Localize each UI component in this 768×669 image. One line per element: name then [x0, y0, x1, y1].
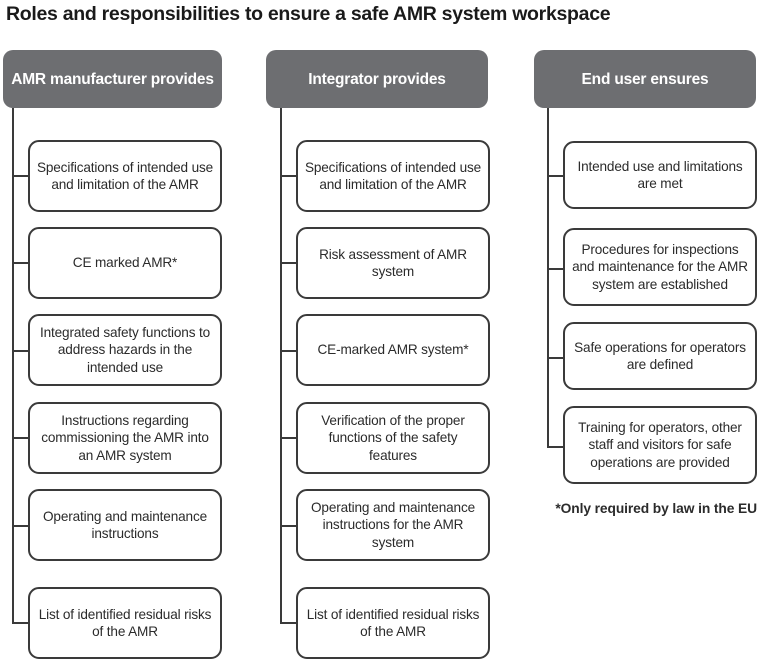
connector-trunk-end-user [547, 108, 549, 448]
connector-stub [280, 437, 297, 439]
node-amr-manufacturer-5[interactable]: Operating and maintenance instructions [28, 489, 222, 561]
connector-stub [547, 268, 564, 270]
connector-stub [12, 175, 29, 177]
footnote-eu-requirement: *Only required by law in the EU [555, 501, 757, 516]
connector-stub [280, 622, 297, 624]
connector-stub [547, 357, 564, 359]
connector-stub [12, 262, 29, 264]
connector-stub [12, 437, 29, 439]
node-amr-manufacturer-1[interactable]: Specifications of intended use and limit… [28, 140, 222, 212]
column-header-amr-manufacturer[interactable]: AMR manufacturer provides [3, 50, 222, 108]
connector-stub [280, 175, 297, 177]
node-label: Integrated safety functions to address h… [39, 324, 211, 375]
connector-stub [280, 525, 297, 527]
connector-stub [547, 446, 564, 448]
node-end-user-3[interactable]: Safe operations for operators are define… [563, 322, 757, 390]
node-label: List of identified residual risks of the… [306, 606, 480, 640]
connector-stub [12, 350, 29, 352]
node-label: Intended use and limitations are met [577, 158, 743, 192]
node-integrator-6[interactable]: List of identified residual risks of the… [296, 587, 490, 659]
node-end-user-2[interactable]: Procedures for inspections and maintenan… [563, 228, 757, 306]
node-label: Instructions regarding commissioning the… [41, 412, 209, 463]
node-end-user-1[interactable]: Intended use and limitations are met [563, 141, 757, 209]
node-label: Risk assessment of AMR system [319, 246, 467, 280]
node-integrator-3[interactable]: CE-marked AMR system* [296, 314, 490, 386]
connector-stub [12, 622, 29, 624]
node-amr-manufacturer-6[interactable]: List of identified residual risks of the… [28, 587, 222, 659]
page-title: Roles and responsibilities to ensure a s… [6, 3, 611, 25]
connector-stub [547, 175, 564, 177]
node-end-user-4[interactable]: Training for operators, other staff and … [563, 406, 757, 484]
node-integrator-2[interactable]: Risk assessment of AMR system [296, 227, 490, 299]
column-header-integrator[interactable]: Integrator provides [266, 50, 488, 108]
node-amr-manufacturer-4[interactable]: Instructions regarding commissioning the… [28, 402, 222, 474]
connector-stub [280, 350, 297, 352]
node-label: Training for operators, other staff and … [578, 419, 742, 470]
node-integrator-4[interactable]: Verification of the proper functions of … [296, 402, 490, 474]
node-label: Operating and maintenance instructions [42, 508, 208, 542]
node-label: CE-marked AMR system* [317, 342, 469, 358]
node-amr-manufacturer-2[interactable]: CE marked AMR* [28, 227, 222, 299]
node-label: Safe operations for operators are define… [574, 339, 746, 373]
node-label: List of identified residual risks of the… [38, 606, 212, 640]
node-label: Specifications of intended use and limit… [304, 159, 482, 193]
connector-trunk-amr-manufacturer [12, 108, 14, 623]
node-label: Specifications of intended use and limit… [36, 159, 214, 193]
node-label: Procedures for inspections and maintenan… [572, 241, 748, 292]
node-label: Verification of the proper functions of … [321, 412, 465, 463]
node-label: Operating and maintenance instructions f… [310, 499, 476, 550]
connector-stub [280, 262, 297, 264]
connector-stub [12, 525, 29, 527]
node-amr-manufacturer-3[interactable]: Integrated safety functions to address h… [28, 314, 222, 386]
column-header-end-user[interactable]: End user ensures [534, 50, 756, 108]
connector-trunk-integrator [280, 108, 282, 623]
node-label: CE marked AMR* [72, 255, 178, 271]
node-integrator-1[interactable]: Specifications of intended use and limit… [296, 140, 490, 212]
node-integrator-5[interactable]: Operating and maintenance instructions f… [296, 489, 490, 561]
